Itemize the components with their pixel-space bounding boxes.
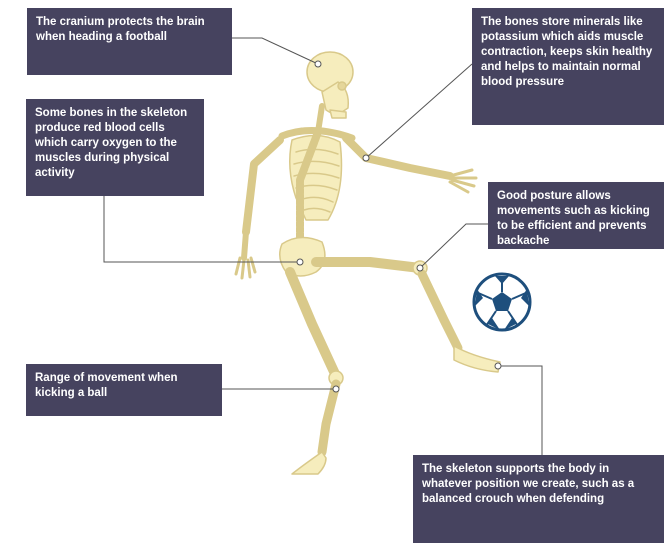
callout-support: The skeleton supports the body in whatev…	[413, 455, 664, 543]
right-arm	[346, 138, 476, 192]
kicking-leg	[316, 261, 500, 372]
marker-cranium	[315, 61, 321, 67]
marker-foot	[495, 363, 501, 369]
skeleton-figure	[236, 52, 500, 474]
left-arm	[236, 140, 280, 278]
callout-cranium: The cranium protects the brain when head…	[27, 8, 232, 75]
football-icon	[474, 274, 530, 330]
leader-cranium	[232, 38, 318, 64]
standing-leg	[290, 272, 343, 474]
leader-red-blood-cells	[104, 196, 300, 262]
marker-minerals	[363, 155, 369, 161]
marker-standing-knee	[333, 386, 339, 392]
marker-pelvis	[297, 259, 303, 265]
marker-knee	[417, 265, 423, 271]
callout-range-of-movement: Range of movement when kicking a ball	[26, 364, 222, 416]
callout-red-blood-cells: Some bones in the skeleton produce red b…	[26, 99, 204, 196]
leader-posture	[420, 224, 488, 268]
callout-posture: Good posture allows movements such as ki…	[488, 182, 664, 249]
leader-minerals	[366, 64, 472, 158]
leader-support	[498, 366, 542, 455]
callout-minerals: The bones store minerals like potassium …	[472, 8, 664, 125]
